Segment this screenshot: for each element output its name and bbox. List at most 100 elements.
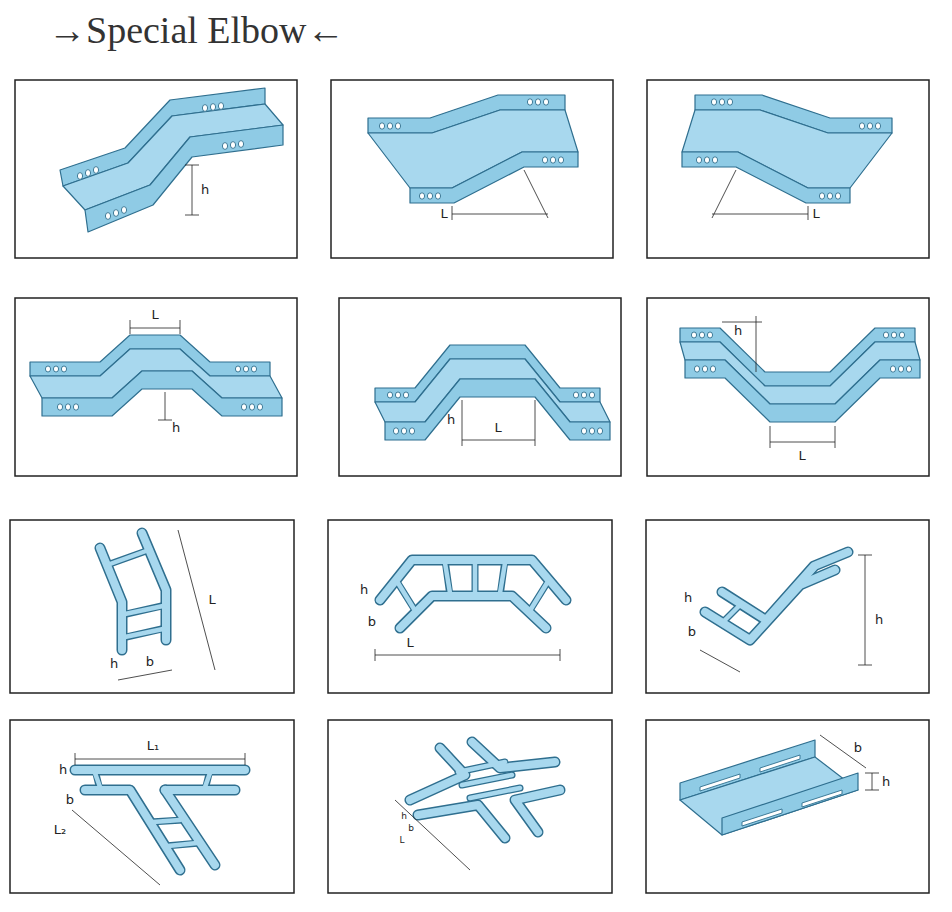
mounting-hole	[93, 167, 98, 174]
rail-fill	[472, 742, 555, 768]
dimension-label: L	[798, 449, 805, 463]
dimension-line	[395, 800, 470, 870]
mounting-hole	[898, 366, 903, 372]
mounting-hole	[883, 332, 888, 338]
mounting-hole	[589, 428, 594, 434]
horizontal-offset-tray-mirrored	[682, 95, 892, 220]
mounting-hole	[535, 99, 540, 105]
mounting-hole	[379, 123, 384, 129]
dimension-label: L₁	[147, 739, 159, 753]
mounting-hole	[73, 404, 78, 410]
dimension-label: L	[812, 207, 819, 221]
mounting-hole	[85, 170, 90, 177]
mounting-hole	[742, 809, 782, 826]
mounting-hole	[230, 142, 235, 149]
tray-wall	[722, 773, 858, 835]
dimension-line	[185, 165, 199, 215]
mounting-hole	[393, 428, 398, 434]
panel-frame	[10, 720, 294, 893]
mounting-hole	[573, 392, 578, 398]
dimension-label: h	[59, 763, 67, 777]
tray-wall	[685, 360, 920, 422]
rail-outline	[705, 570, 835, 640]
dimension-label: b	[688, 625, 696, 639]
ladder-horizontal-bend	[375, 560, 566, 661]
mounting-hole	[243, 366, 248, 372]
rail-outline	[410, 748, 465, 800]
rung-fill	[110, 551, 163, 637]
rail-outline	[85, 790, 180, 870]
dimension-line	[722, 316, 762, 372]
rail-fill	[722, 552, 848, 620]
mounting-hole	[707, 332, 712, 338]
horizontal-offset-tray	[368, 95, 578, 220]
dimension-line	[820, 735, 879, 790]
mounting-hole	[691, 332, 696, 338]
mounting-hole	[597, 428, 602, 434]
mounting-hole	[401, 428, 406, 434]
mounting-hole	[238, 141, 243, 148]
mounting-hole	[403, 392, 408, 398]
rail-fill	[400, 596, 546, 628]
straight-tray	[680, 735, 879, 835]
rail-outline	[722, 552, 848, 620]
mounting-hole	[700, 774, 740, 791]
mounting-hole	[257, 404, 262, 410]
mounting-hole	[419, 193, 424, 199]
dimension-line	[158, 392, 172, 420]
mounting-hole	[760, 755, 800, 772]
mounting-hole	[435, 193, 440, 199]
dimension-line	[700, 555, 872, 672]
dimension-label: L	[208, 593, 215, 607]
mounting-hole	[694, 366, 699, 372]
vertical-offset-tray	[60, 88, 283, 232]
dimension-label: b	[854, 741, 862, 755]
rail-outline	[400, 596, 546, 628]
rail-outline	[418, 805, 505, 838]
panel-frame	[647, 298, 929, 476]
mounting-hole	[387, 392, 392, 398]
mounting-hole	[61, 366, 66, 372]
mounting-hole	[891, 332, 896, 338]
mounting-hole	[218, 103, 223, 110]
mounting-hole	[235, 366, 240, 372]
mounting-hole	[113, 210, 118, 217]
dimension-label: h	[684, 591, 692, 605]
rail-outline	[515, 790, 560, 832]
ladder-tee	[72, 753, 245, 885]
vertical-hump-tray	[30, 320, 282, 420]
dimension-label: L₂	[54, 823, 66, 837]
dimension-label: b	[408, 824, 414, 834]
mounting-hole	[65, 404, 70, 410]
ladder-vertical-bend-down	[700, 552, 872, 672]
dimension-label: b	[368, 615, 376, 629]
dimension-line	[72, 753, 245, 885]
panel-frame	[15, 80, 297, 258]
mounting-hole	[251, 366, 256, 372]
mounting-hole	[581, 428, 586, 434]
tray-wall	[42, 371, 282, 416]
mounting-hole	[395, 392, 400, 398]
mounting-hole	[589, 392, 594, 398]
mounting-hole	[241, 404, 246, 410]
dimension-label: h	[875, 613, 883, 627]
dimension-line	[375, 649, 560, 661]
rail-fill	[418, 805, 505, 838]
panel-frame	[10, 520, 294, 693]
dimension-label: L	[151, 308, 158, 322]
panel-frame	[646, 720, 929, 893]
dimension-label: h	[401, 812, 407, 822]
mounting-hole	[542, 157, 547, 163]
dimension-label: L	[399, 836, 404, 846]
dimension-line	[118, 530, 215, 680]
dimension-label: b	[146, 655, 154, 669]
mounting-hole	[249, 404, 254, 410]
panel-frame	[647, 80, 929, 258]
mounting-hole	[77, 173, 82, 180]
panel-frame	[15, 298, 297, 476]
mounting-hole	[802, 790, 842, 807]
mounting-hole	[906, 366, 911, 372]
rail-fill	[165, 786, 235, 794]
dimension-line	[462, 400, 535, 446]
